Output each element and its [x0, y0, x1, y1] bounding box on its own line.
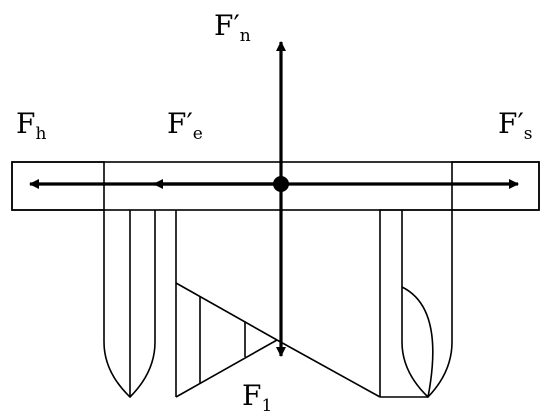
label-fs: F′s: [498, 107, 533, 144]
left-leg: [103, 210, 156, 399]
wedge-right-slope: [276, 339, 381, 398]
wedge-lower-slope: [175, 339, 278, 398]
left-end-plate: [11, 161, 105, 211]
right-leg: [379, 209, 453, 399]
label-fs-prime: ′: [517, 107, 523, 140]
top-bar: [11, 161, 540, 211]
label-fh-sub: h: [35, 124, 46, 144]
label-fn-main: F: [214, 9, 233, 42]
label-f1: F1: [242, 379, 272, 416]
label-fn-sub: n: [240, 26, 251, 46]
wedge-upper-slope: [175, 282, 278, 341]
label-fe-sub: e: [193, 124, 203, 144]
label-f1-sub: 1: [261, 396, 272, 416]
label-fe: F′e: [167, 107, 203, 144]
label-fe-main: F: [167, 107, 186, 140]
right-end-plate: [451, 161, 540, 211]
label-fs-sub: s: [524, 124, 533, 144]
label-fh: Fh: [16, 107, 46, 144]
label-f1-main: F: [242, 379, 261, 412]
right-leg-outline: [379, 209, 453, 399]
label-fe-prime: ′: [186, 107, 192, 140]
force-origin-point: [273, 176, 289, 192]
center-wedge: [175, 210, 381, 398]
label-fh-main: F: [16, 107, 35, 140]
label-fn: F′n: [214, 9, 251, 46]
right-leg-curved-face: [401, 286, 434, 398]
force-vectors: [29, 41, 519, 357]
label-fs-main: F: [498, 107, 517, 140]
label-fn-prime: ′: [233, 9, 239, 42]
